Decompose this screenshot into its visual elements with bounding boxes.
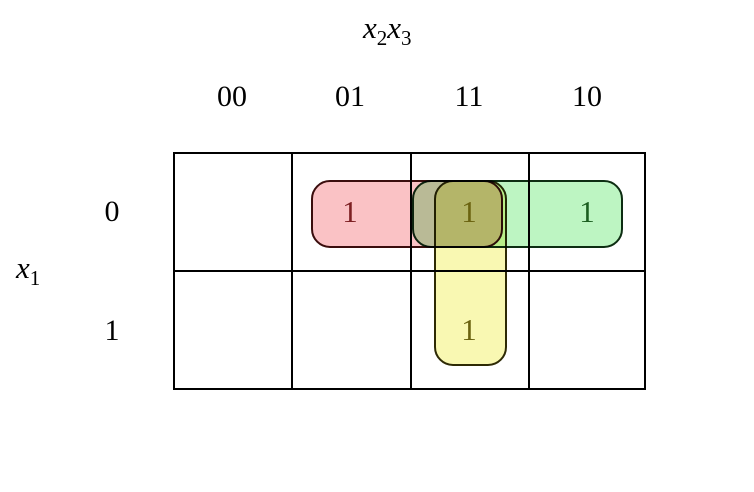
row-header-1: 1 (104, 314, 120, 347)
top-header-sub-b: 3 (401, 26, 412, 50)
grid-line-vertical-1 (291, 152, 293, 389)
grid-line-vertical-4 (644, 152, 646, 389)
grid-line-vertical-2 (410, 152, 412, 389)
cell-r0-c00 (173, 152, 291, 270)
implicant-groups-layer (173, 152, 646, 389)
cell-r0-c01: 1 (342, 193, 358, 229)
cell-r1-c01 (291, 270, 409, 388)
column-header-00: 00 (217, 80, 247, 113)
top-header-var-b: x (387, 10, 402, 45)
cell-r0-c11: 1 (461, 193, 477, 229)
top-header-var-a: x (363, 10, 377, 45)
cell-r1-c10 (528, 270, 646, 388)
cell-r0-c10: 1 (579, 193, 595, 229)
column-header-11: 11 (454, 80, 484, 113)
cell-r1-c11: 1 (461, 311, 477, 347)
grid-line-horizontal-bottom (173, 388, 646, 390)
kmap-values-layer: 1 1 1 1 (173, 152, 646, 389)
grid-line-horizontal-middle (173, 270, 646, 272)
column-header-10: 10 (572, 80, 602, 113)
grid-line-vertical-0 (173, 152, 175, 389)
row-header-0: 0 (104, 195, 120, 228)
side-header-var: x (16, 250, 30, 285)
side-header-sub: 1 (29, 266, 41, 290)
cell-r1-c00 (173, 270, 291, 388)
side-header-label: x1 (16, 250, 40, 289)
kmap-grid (173, 152, 646, 390)
top-header-label: x2x3 (363, 10, 412, 49)
top-header-sub-a: 2 (376, 26, 388, 50)
grid-line-vertical-3 (528, 152, 530, 389)
column-header-01: 01 (335, 80, 365, 113)
grid-line-horizontal-top (173, 152, 646, 154)
implicant-group-yellow (434, 180, 507, 366)
